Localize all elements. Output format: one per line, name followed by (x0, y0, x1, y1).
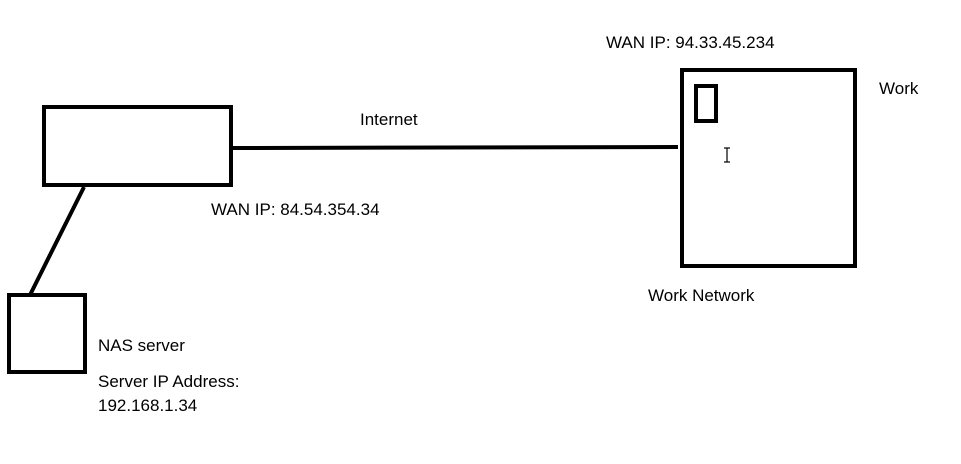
router-nas-link-line (28, 186, 86, 296)
server-ip-address-label: Server IP Address: (98, 372, 240, 391)
nas-server-label: NAS server (98, 336, 185, 355)
home-router-box (42, 105, 233, 187)
server-ip-value: 192.168.1.34 (98, 396, 198, 415)
work-network-box (680, 68, 857, 268)
work-device-box (694, 84, 718, 123)
work-network-label: Work Network (648, 286, 755, 305)
nas-server-box (7, 293, 87, 374)
work-label: Work (879, 79, 919, 98)
text-cursor-icon (724, 147, 730, 163)
internet-label: Internet (360, 110, 418, 129)
work-wan-ip-label: WAN IP: 94.33.45.234 (606, 33, 775, 52)
internet-link-line (230, 145, 679, 150)
home-wan-ip-label: WAN IP: 84.54.354.34 (211, 200, 380, 219)
